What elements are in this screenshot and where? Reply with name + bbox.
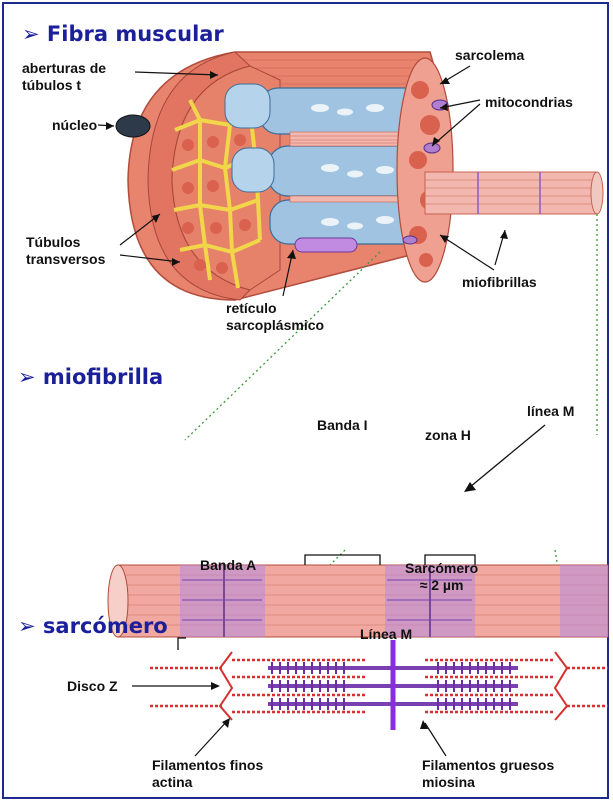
mitochondria-label: mitocondrias	[485, 94, 573, 111]
sarcomere-diagram	[150, 640, 608, 730]
myofibril-title-text: miofibrilla	[43, 365, 163, 389]
h-zone-label: zona H	[425, 427, 471, 444]
extruding-myofibril	[425, 172, 597, 214]
myofibrils-label: miofibrillas	[462, 274, 537, 291]
sarcolemma-label: sarcolema	[455, 47, 524, 64]
sarcomere-section-title: ➢ sarcómero	[18, 614, 168, 638]
nucleus-shape	[116, 115, 150, 137]
fiber-title-text: Fibra muscular	[47, 22, 224, 46]
sarcomere-title-text: sarcómero	[43, 614, 168, 638]
m-line-label: línea M	[527, 403, 574, 420]
muscle-fiber-illustration	[116, 52, 603, 300]
m-line-sarcomere-label: Línea M	[360, 626, 412, 643]
band-a-label: Banda A	[200, 557, 256, 574]
sarcomere-pointer-lines	[132, 686, 446, 756]
z-disc-label: Disco Z	[67, 678, 118, 695]
fiber-section-title: ➢ Fibra muscular	[22, 22, 224, 46]
myofibril-section-title: ➢ miofibrilla	[18, 365, 163, 389]
myofibril-illustration	[108, 555, 608, 650]
bullet-icon: ➢	[18, 614, 36, 638]
bullet-icon: ➢	[18, 365, 36, 389]
sarcomere-length-label: Sarcómero≈ 2 µm	[405, 560, 478, 594]
bullet-icon: ➢	[22, 22, 40, 46]
nucleus-label: núcleo	[52, 117, 97, 134]
band-i-label: Banda I	[317, 417, 368, 434]
